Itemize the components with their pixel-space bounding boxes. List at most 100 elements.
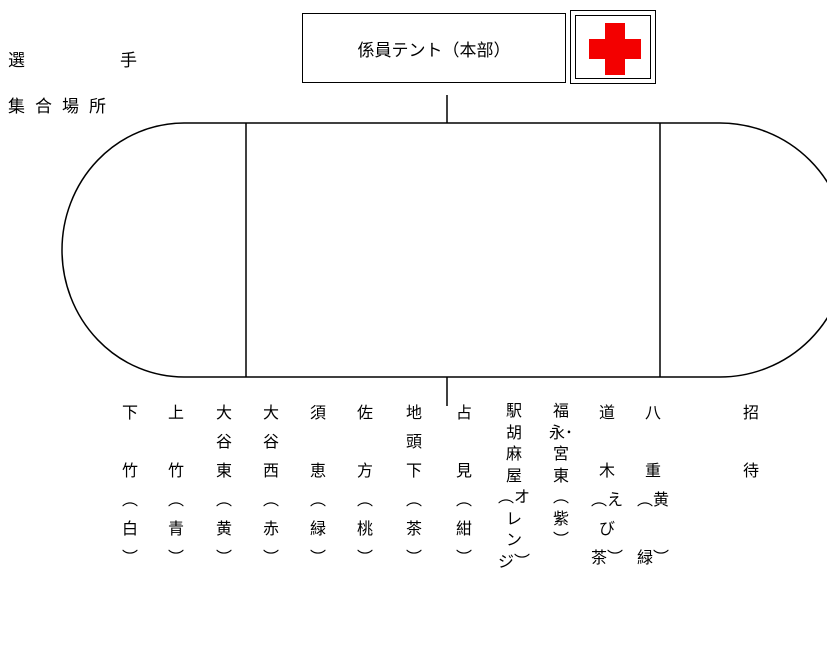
team-label-char: 竹 [121,461,138,480]
first-aid-inner-frame [575,15,651,79]
team-label-char: 占 [455,403,472,422]
team-label-char: 東 [215,461,232,480]
team-label-char [461,427,466,456]
team-label-char: 麻 [505,444,522,463]
team-column: 駅胡麻屋 ︵オレンジ︶ [498,400,531,652]
team-label-char: 白 [121,519,138,538]
assembly-label-char-2: 手 [120,51,137,71]
team-label-char: ︵オ [498,487,531,506]
team-label-char: 重 [644,461,661,480]
team-label-char: ︵ [167,490,184,509]
team-column: 下 竹 ︵ 白 ︶ [117,398,143,650]
team-column: 招 待 [738,398,764,650]
team-label-char [650,427,655,456]
team-label-char: ︵ [262,490,279,509]
team-label-char: 東 [552,465,569,485]
team-label-char: 下 [405,461,422,480]
team-label-char [315,427,320,456]
team-label-char: 地 [405,403,422,422]
team-label-char: ︶ [552,530,569,549]
team-label-char: 招 [742,403,759,422]
team-column: 福永･ 宮東 ︵ 紫 ︶ [548,400,574,652]
team-label-char: ︵ [215,490,232,509]
team-label-char: 方 [356,461,373,480]
team-column: 大谷西 ︵ 赤 ︶ [258,398,284,650]
team-label-char: 谷 [215,432,232,451]
assembly-label-char-1: 選 [8,51,25,71]
team-label-char: 西 [262,461,279,480]
staff-tent-label: 係員テント（本部） [357,40,511,61]
team-label-char: ︶ [356,548,373,567]
team-label-char: ︵え [591,490,624,509]
red-cross-horizontal-bar [589,39,641,59]
team-column: 地頭下 ︵ 茶 ︶ [401,398,427,650]
team-label-char: 宮 [552,444,569,463]
team-label-char: ︵ [356,490,373,509]
team-label-char: 茶︶ [591,548,624,567]
team-label-char: 赤 [262,519,279,538]
team-label-char: 待 [742,461,759,480]
team-label-char: ︵ [405,490,422,509]
team-label-char [362,427,367,456]
team-label-char: 須 [309,403,326,422]
team-label-char: ︶ [455,548,472,567]
team-label-char: 胡 [505,422,522,442]
team-column: 上 竹 ︵ 青 ︶ [163,398,189,650]
first-aid-box [570,10,656,84]
team-label-char: ︶ [309,548,326,567]
team-label-char: 茶 [405,519,422,538]
team-label-char: ︶ [262,548,279,567]
team-label-char: 佐 [356,403,373,422]
team-label-char: レ [505,508,522,528]
team-label-char: ジ︶ [498,551,531,571]
team-label-char: 谷 [262,432,279,451]
team-label-char: 大 [262,403,279,422]
team-label-char: ︵ [309,490,326,509]
team-label-char [173,427,178,456]
team-label-char: 頭 [405,432,422,451]
team-label-char: ︵ [552,487,569,506]
team-label-char: 木 [598,461,615,480]
team-label-char: 竹 [167,461,184,480]
team-label-char [604,427,609,456]
team-label-char: 桃 [356,519,373,538]
team-label-char: ︶ [121,548,138,567]
team-label-char: ン [505,530,522,549]
team-label-char: ︶ [405,548,422,567]
team-column: 八 重 ︵黄 緑︶ [637,398,670,650]
team-label-char: 道 [598,403,615,422]
team-label-char: 屋 [505,465,522,485]
team-label-char: 黄 [215,519,232,538]
team-label-char: ︶ [167,548,184,567]
staff-tent-box: 係員テント（本部） [302,13,566,83]
team-column: 道 木 ︵えび茶︶ [591,398,624,650]
team-label-char: 福 [552,401,569,420]
team-label-char: 紺 [455,519,472,538]
team-column: 大谷東︵黄︶ [211,398,237,650]
team-label-char: ︵ [121,490,138,509]
team-label-char [650,514,655,543]
team-label-char [127,427,132,456]
team-label-char: 永･ [548,422,573,442]
team-label-char: 紫 [552,508,569,528]
team-column: 占 見 ︵ 紺 ︶ [451,398,477,650]
team-label-char: ︵黄 [637,490,670,509]
team-label-char: 恵 [309,461,326,480]
assembly-label-line2: 集合場所 [8,97,116,117]
team-label-char: 見 [455,461,472,480]
team-label-char: 駅 [505,401,522,420]
team-label-char: び [598,519,615,538]
team-label-char: 緑︶ [637,548,670,567]
team-label-char: 緑 [309,519,326,538]
team-label-char [748,427,753,456]
team-column: 佐 方 ︵ 桃 ︶ [352,398,378,650]
team-column: 須 恵 ︵ 緑 ︶ [305,398,331,650]
team-label-char: 八 [644,403,661,422]
team-label-char: 青 [167,519,184,538]
team-label-char: ︶ [215,548,232,567]
team-label-char: 上 [167,403,184,422]
team-label-char: 下 [121,403,138,422]
team-label-char: ︵ [455,490,472,509]
track-outline [61,122,827,378]
